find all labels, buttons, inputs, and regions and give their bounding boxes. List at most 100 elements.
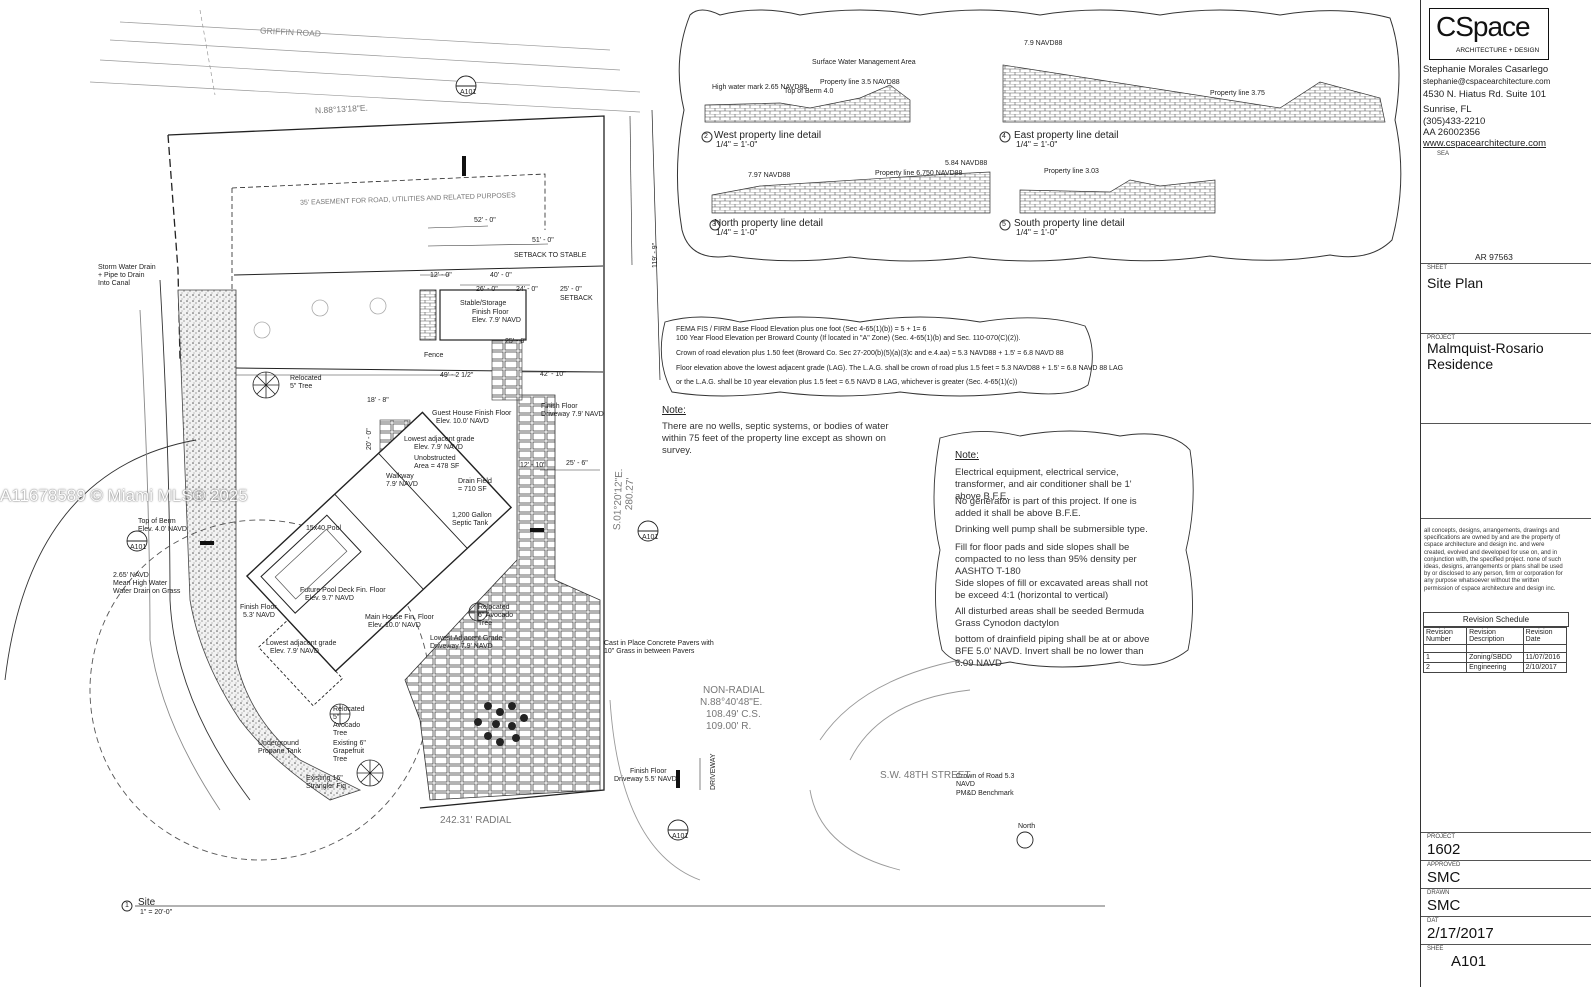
dimension-lines [236, 225, 701, 790]
revision-row: 1 Zoning/SBDD 11/07/2016 [1422, 652, 1568, 663]
stable-floor-label: Finish Floor [472, 309, 509, 316]
mhw-label: 2.65' NAVD [113, 572, 149, 579]
revision-header: Revision Description [1466, 627, 1524, 645]
pool-deck-label: Future Pool Deck Fin. Floor [300, 587, 386, 594]
pool-deck-elev-label: Elev. 9.7' NAVD [305, 595, 354, 602]
seal-label: SEA [1437, 151, 1450, 157]
stair-pavers [491, 339, 523, 401]
approved-value: SMC [1427, 869, 1461, 886]
mhw-label: Mean High Water [113, 580, 168, 587]
detail-label: Property line 3.5 NAVD88 [820, 79, 900, 86]
firm-logo: CSpace ARCHITECTURE + DESIGN [1429, 8, 1549, 60]
relocated-tree-label: Relocated 5" Tree [290, 375, 322, 391]
detail-east-scale: 1/4" = 1'-0" [1016, 139, 1058, 149]
main-house-label: Main House Fin. Floor [365, 614, 434, 621]
logo-subtext: ARCHITECTURE + DESIGN [1456, 47, 1540, 54]
firm-website[interactable]: www.cspacearchitecture.com [1423, 138, 1547, 149]
drawn-value: SMC [1427, 897, 1461, 914]
dim: 52' - 0" [474, 217, 496, 224]
callout-sheet: A101 [672, 833, 689, 840]
septic-label: 1,200 Gallon Septic Tank [452, 512, 492, 528]
project-label: PROJECT [1427, 335, 1456, 341]
canal-curves [4, 279, 971, 881]
date-label: DAT [1427, 918, 1439, 924]
firm-city: Sunrise, FL [1423, 104, 1472, 115]
project-name-cell: PROJECT Malmquist-Rosario Residence [1421, 333, 1591, 424]
right-note-item: Electrical equipment, electrical service… [955, 467, 1132, 502]
driveway-label: DRIVEWAY [710, 753, 717, 790]
section-marker-ticks [200, 156, 680, 788]
mhw-label: Water Drain on Grass [113, 588, 181, 595]
revision-cell: Engineering [1466, 662, 1524, 673]
revision-header: Revision Number [1422, 627, 1468, 645]
lag-label: Lowest Adjacent Grade [430, 635, 503, 642]
revision-cell: Zoning/SBDD [1466, 652, 1524, 663]
section-markers [121, 75, 1034, 912]
right-note-item: Drinking well pump shall be submersible … [955, 524, 1148, 535]
revision-row: 2 Engineering 2/10/2017 [1422, 662, 1568, 673]
dim: 119' - 9" [652, 242, 659, 268]
dim: 25' - 8" [505, 338, 527, 345]
propane-label: Underground Propane Tank [258, 740, 302, 756]
detail-east-section [999, 64, 1386, 143]
right-note-item: bottom of drainfield piping shall be at … [955, 634, 1150, 669]
guest-floor-label: Guest House Finish Floor [432, 410, 512, 417]
revision-header: Revision Date [1522, 627, 1568, 645]
drawn-label: DRAWN [1427, 890, 1450, 896]
detail-west-num: 2 [704, 133, 708, 140]
logo-text: CSpace [1436, 11, 1531, 42]
dim: 51' - 0" [532, 237, 554, 244]
drawn-cell: DRAWN SMC [1421, 888, 1591, 917]
revision-cell: 2 [1422, 662, 1468, 673]
setback-label: SETBACK [560, 295, 593, 302]
flood-note: or the L.A.G. shall be 10 year elevation… [676, 379, 1018, 386]
walkway-elev-label: 7.9' NAVD [386, 481, 418, 488]
sheet-title-cell: SHEET Site Plan [1421, 263, 1591, 334]
dim: 26' - 0" [476, 286, 498, 293]
detail-north-title: North property line detail [714, 218, 823, 229]
bearing-bottom: N.88°40'48"E. [700, 697, 763, 708]
approved-label: APPROVED [1427, 862, 1461, 868]
dim: 20' - 0" [366, 428, 373, 450]
right-notes-cloud [933, 430, 1194, 668]
revision-table: Revision Number Revision Description Rev… [1422, 627, 1568, 673]
radial-label: 242.31' RADIAL [440, 815, 512, 826]
callout-sheet: A101 [460, 89, 477, 96]
lag-label: Lowest adjacent grade [266, 640, 337, 647]
detail-north-num: 3 [712, 221, 716, 228]
dim: 25' - 6" [566, 460, 588, 467]
flood-note: Crown of road elevation plus 1.50 feet (… [676, 350, 1064, 357]
right-note-label: Note: [955, 450, 979, 461]
site-scale: 1" = 20'-0" [140, 909, 173, 916]
detail-label: Property line 6.750 NAVD88 [875, 170, 963, 177]
right-note-item: Side slopes of fill or excavated areas s… [955, 578, 1148, 601]
crown-label: NAVD [956, 781, 975, 788]
detail-label: Surface Water Management Area [812, 59, 916, 66]
non-radial-label: NON-RADIAL [703, 685, 765, 696]
driveway-elev-label: Driveway 5.5' NAVD [614, 776, 677, 783]
revision-cell: 1 [1422, 652, 1468, 663]
details-cloud [676, 9, 1402, 262]
site-plan-drawing [4, 9, 1402, 912]
note-text: There are no wells, septic systems, or b… [662, 421, 889, 456]
project-no-label: PROJECT [1427, 834, 1456, 840]
driveway-pavers [404, 394, 601, 801]
detail-label: 7.97 NAVD88 [748, 172, 791, 179]
crown-label: Crown of Road 5.3 [956, 773, 1015, 780]
callout-sheet: A101 [130, 544, 147, 551]
detail-north-section [709, 171, 991, 231]
firm-license: AA 26002356 [1423, 127, 1481, 138]
sheet-no-cell: SHEE A101 [1421, 944, 1591, 988]
finish-floor-elev-label: 5.3' NAVD [243, 612, 275, 619]
finish-floor-label: Finish Floor [541, 403, 578, 410]
flood-note: FEMA FIS / FIRM Base Flood Elevation plu… [676, 326, 927, 333]
storm-drain-label: Storm Water Drain + Pipe to Drain Into C… [98, 264, 156, 288]
divider [1421, 518, 1591, 519]
drain-field-label: Drain Field = 710 SF [458, 478, 492, 494]
avocado-label: Relocated 5" Avocado Tree [333, 706, 365, 738]
guest-elev-label: Elev. 10.0' NAVD [436, 418, 489, 425]
detail-south-scale: 1/4" = 1'-0" [1016, 227, 1058, 237]
dim: 49' - 2 1/2" [440, 372, 474, 379]
date-value: 2/17/2017 [1427, 925, 1494, 942]
note-label: Note: [662, 405, 686, 416]
